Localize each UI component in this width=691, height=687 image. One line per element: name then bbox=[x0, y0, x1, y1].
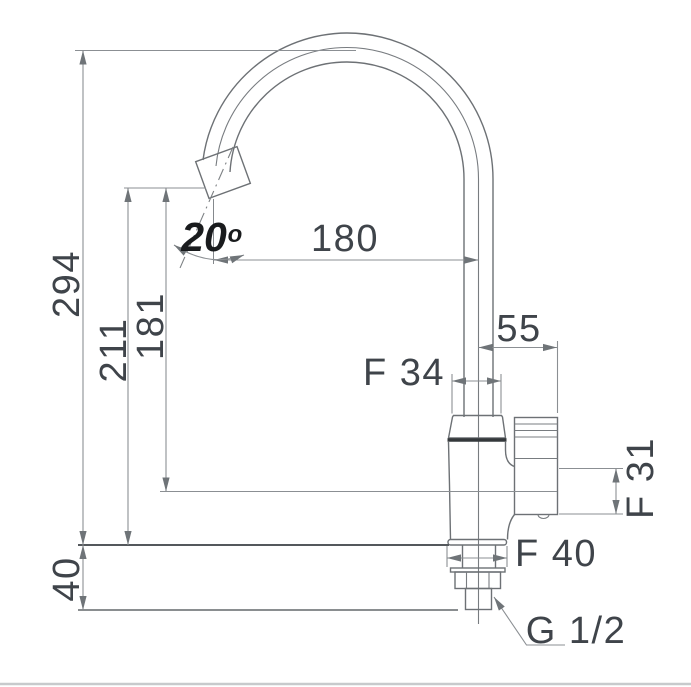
mounting-nut bbox=[454, 571, 502, 590]
faucet-body bbox=[447, 414, 516, 540]
label-base-width: F 40 bbox=[515, 533, 597, 575]
handle-screw-notch bbox=[537, 514, 550, 519]
spout-outer-edge bbox=[202, 32, 494, 417]
dimension-lines bbox=[79, 50, 623, 646]
label-spout-outlet-height: 211 bbox=[93, 317, 135, 382]
label-thread-size: G 1/2 bbox=[526, 610, 626, 652]
label-body-width: F 34 bbox=[363, 352, 445, 394]
spout-tilt-axis-centerline bbox=[179, 146, 234, 269]
body-right-edge bbox=[504, 442, 515, 468]
spout-outline bbox=[194, 32, 494, 624]
base-and-shank bbox=[447, 538, 508, 611]
label-spout-reach: 180 bbox=[311, 218, 379, 260]
label-angle-value: 20 bbox=[180, 214, 227, 260]
handle-body bbox=[513, 416, 559, 516]
label-total-height: 294 bbox=[46, 250, 88, 318]
spout-inner-edge bbox=[229, 61, 465, 417]
dimension-labels: 294 211 181 40 180 55 F 34 F 31 F 40 G 1… bbox=[46, 214, 662, 652]
base-flange bbox=[447, 538, 508, 546]
body-left-edge bbox=[447, 441, 452, 540]
label-handle-offset: 55 bbox=[496, 308, 541, 350]
label-handle-depth: F 31 bbox=[620, 437, 662, 519]
aerator-tip bbox=[194, 145, 252, 200]
label-aerator-height: 181 bbox=[130, 292, 172, 360]
thread-leader-line bbox=[493, 596, 565, 646]
label-deck-section: 40 bbox=[46, 556, 88, 601]
threaded-tail bbox=[464, 587, 493, 611]
angle-dimension-arc bbox=[173, 244, 245, 264]
body-top-cap bbox=[447, 414, 507, 439]
handle bbox=[513, 416, 559, 519]
body-lower-right-edge bbox=[506, 514, 516, 540]
label-angle-degree-mark: o bbox=[228, 221, 243, 248]
spout-centerline bbox=[215, 46, 480, 624]
